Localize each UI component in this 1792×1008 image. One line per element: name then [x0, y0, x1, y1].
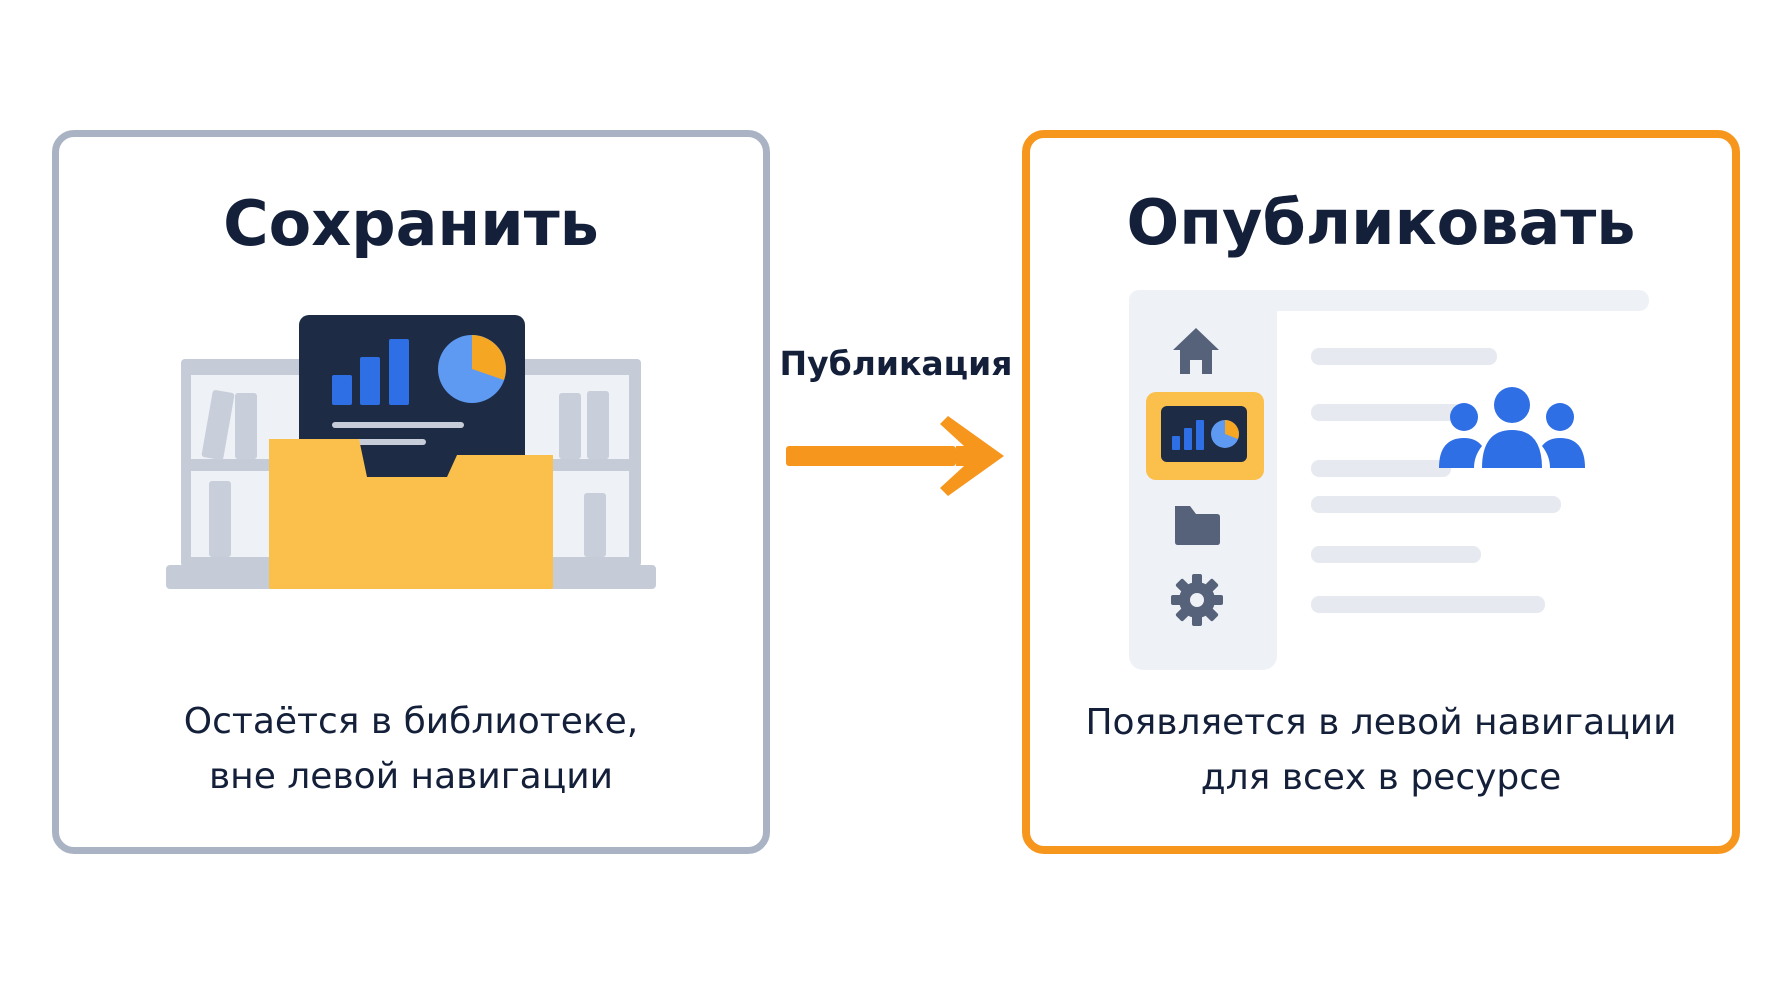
save-caption-line1: Остаётся в библиотеке,: [183, 701, 639, 742]
home-icon: [1173, 328, 1219, 374]
publish-caption-line1: Появляется в левой навигации: [1085, 702, 1677, 743]
folder-icon: [269, 439, 553, 589]
publish-caption-line2: для всех в ресурсе: [1200, 757, 1562, 798]
report-nav-item: [1146, 392, 1264, 480]
publish-panel: Опубликовать: [1022, 130, 1740, 854]
save-caption: Остаётся в библиотеке, вне левой навигац…: [59, 694, 763, 804]
save-title: Сохранить: [223, 187, 599, 260]
gear-icon: [1171, 574, 1223, 626]
users-group-icon: [1439, 387, 1585, 468]
library-folder-illustration: [166, 315, 656, 589]
save-caption-line2: вне левой навигации: [208, 756, 614, 797]
publish-transition-label: Публикация: [779, 344, 1013, 383]
publish-title: Опубликовать: [1126, 186, 1636, 259]
app-navigation-illustration: [1129, 290, 1649, 670]
content-lines: [1311, 348, 1561, 613]
right-arrow-icon: [786, 416, 1004, 496]
folder-nav-icon: [1175, 506, 1220, 545]
save-panel: Сохранить: [52, 130, 770, 854]
publish-caption: Появляется в левой навигации для всех в …: [1030, 695, 1732, 805]
